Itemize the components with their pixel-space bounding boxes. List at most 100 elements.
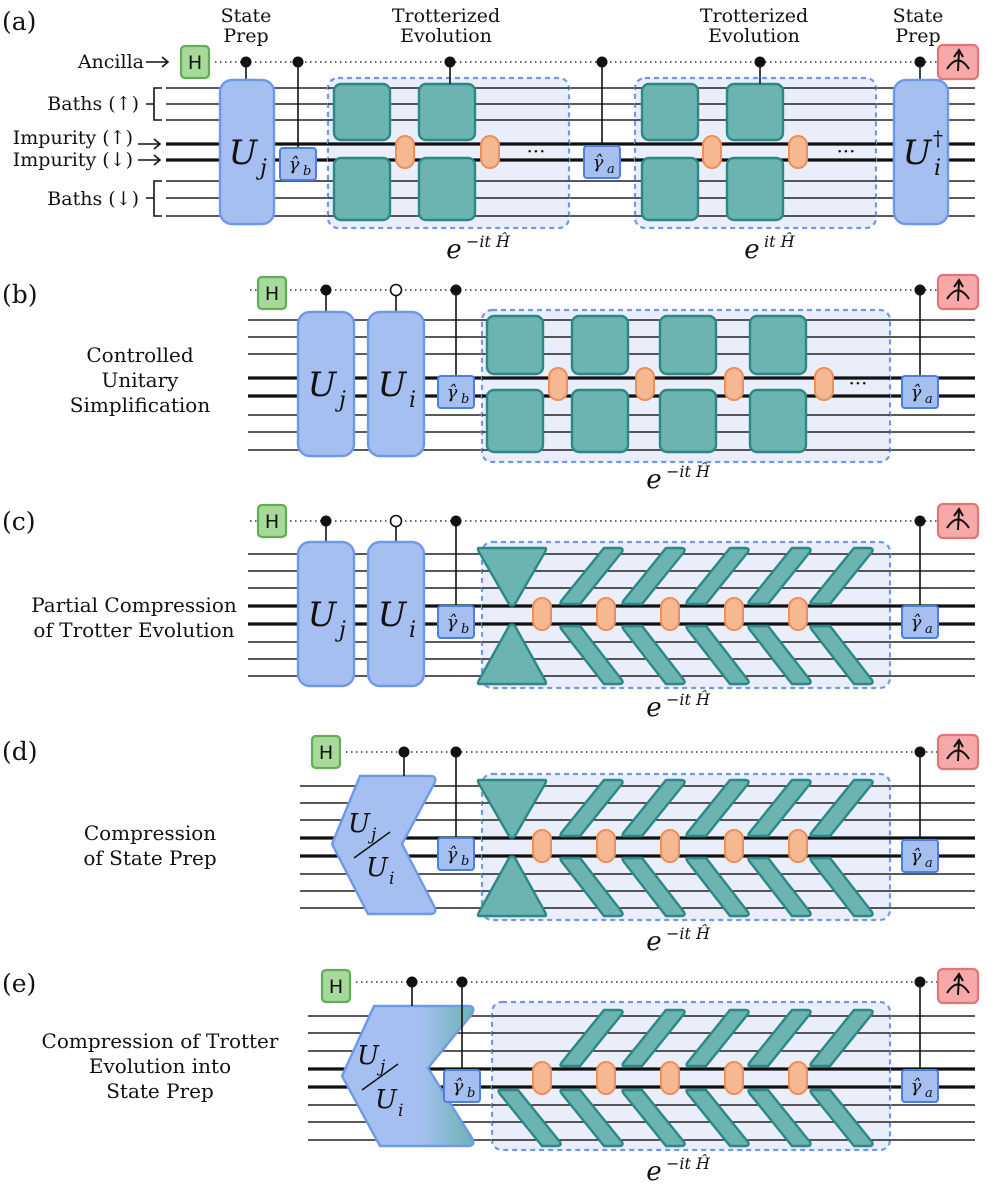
evolution-label: e−it Ĥ [446, 231, 511, 265]
dagger-symbol: † [933, 126, 943, 150]
control-dot [914, 746, 926, 758]
evolution-base: e [646, 927, 661, 957]
arrow-icon [146, 56, 170, 68]
interaction-gate [548, 367, 568, 401]
ellipsis: ··· [526, 139, 545, 163]
unitary-symbol: U [378, 365, 408, 405]
compressed-block-bottom [476, 623, 548, 686]
description-line: Compression [84, 821, 216, 845]
gamma-subscript: a [925, 622, 933, 637]
evolution-base: e [646, 465, 661, 495]
baths-down-label: Baths (↓) [47, 188, 139, 210]
control-dot [914, 515, 926, 527]
gamma-symbol: γ̂ [911, 612, 922, 633]
interaction-gate [660, 597, 680, 631]
unitary-subscript: i [398, 1101, 403, 1121]
gamma-subscript: b [467, 1086, 475, 1101]
gamma-box [583, 145, 621, 179]
unitary-symbol: U [229, 133, 259, 173]
gamma-symbol: γ̂ [289, 154, 300, 175]
unitary-symbol: U [375, 1085, 398, 1115]
trotter-block [570, 314, 630, 376]
fraction-slash [361, 1063, 399, 1091]
control-dot [914, 976, 926, 988]
evolution-label: e−it Ĥ [646, 923, 711, 957]
gamma-subscript: b [461, 622, 469, 637]
slanted-block-up [559, 1008, 624, 1068]
meter-needle-icon [957, 50, 960, 72]
unitary-box [296, 310, 356, 458]
description-line: Simplification [70, 393, 211, 417]
gamma-symbol: γ̂ [447, 844, 458, 865]
slanted-block-down [685, 624, 750, 686]
interaction-gate [724, 367, 744, 401]
evolution-base: e [446, 235, 461, 265]
impurity-down-label: Impurity (↓) [13, 149, 133, 171]
control-dot [914, 284, 926, 296]
slanted-block-down [685, 1088, 750, 1148]
slanted-block-down [685, 856, 750, 918]
interaction-gate [532, 1061, 552, 1095]
gamma-gate-gamma_b_sub: γ̂b [437, 375, 475, 409]
control-dot [450, 284, 462, 296]
arrow-icon [138, 154, 162, 166]
measurement-gate [936, 967, 980, 1005]
control-dot [596, 56, 608, 68]
slanted-block-down [747, 624, 812, 686]
compressed-block-top [476, 778, 548, 839]
hadamard-gate: H [310, 734, 342, 770]
trotter-block [640, 156, 700, 222]
gamma-box [279, 147, 317, 181]
evolution-exponent: −it Ĥ [666, 461, 711, 481]
unitary-symbol: U [308, 365, 338, 405]
slanted-block-up [559, 778, 624, 838]
gamma-gate-gamma_a_sub: γ̂a [901, 375, 939, 409]
gamma-subscript: a [925, 1086, 933, 1101]
top-label: Prep [895, 25, 940, 47]
unitary-symbol: U [357, 1041, 380, 1071]
trotter-block [417, 156, 477, 222]
meter-arrow-icon [953, 48, 964, 58]
hadamard-label: H [188, 52, 202, 74]
hadamard-label: H [265, 283, 279, 305]
evolution-exponent: −it Ĥ [466, 231, 511, 251]
evolution-label: e−it Ĥ [646, 461, 711, 495]
meter-needle-icon [957, 509, 960, 531]
gamma-gate-gamma_b_sub: γ̂b [279, 147, 317, 181]
panel-letter: (b) [2, 280, 38, 309]
baths-up-label: Baths (↑) [47, 93, 139, 115]
panel-letter: (d) [2, 737, 38, 766]
meter-arrow-icon [953, 278, 964, 288]
slanted-block-up [621, 778, 686, 838]
control-dot [450, 515, 462, 527]
hadamard-box [310, 734, 342, 770]
gamma-gate-gamma_b_sub: γ̂b [437, 837, 475, 871]
unitary-symbol: U [903, 133, 933, 173]
meter-arrow-icon [953, 972, 964, 982]
panel-letter: (e) [2, 969, 36, 998]
description-line: of State Prep [83, 846, 216, 870]
gamma-symbol: γ̂ [593, 152, 604, 173]
hadamard-box [179, 44, 211, 80]
gamma-subscript: a [925, 392, 933, 407]
slanted-block-up [747, 778, 812, 838]
slanted-block-down [747, 1088, 812, 1148]
meter-needle-icon [957, 740, 960, 762]
description-line: Compression of Trotter [42, 1029, 279, 1053]
control-dot [320, 515, 332, 527]
meter-arrow-icon [953, 738, 964, 748]
hadamard-gate: H [256, 275, 288, 311]
top-label: Trotterized [392, 5, 500, 27]
gamma-box [901, 375, 939, 409]
evolution-exponent: −it Ĥ [666, 923, 711, 943]
compressed-block-top [476, 546, 548, 607]
description-line: of Trotter Evolution [33, 618, 234, 642]
trotter-block [748, 388, 808, 454]
interaction-gate [702, 135, 722, 169]
interaction-gate [724, 829, 744, 863]
slanted-block-down [621, 624, 686, 686]
